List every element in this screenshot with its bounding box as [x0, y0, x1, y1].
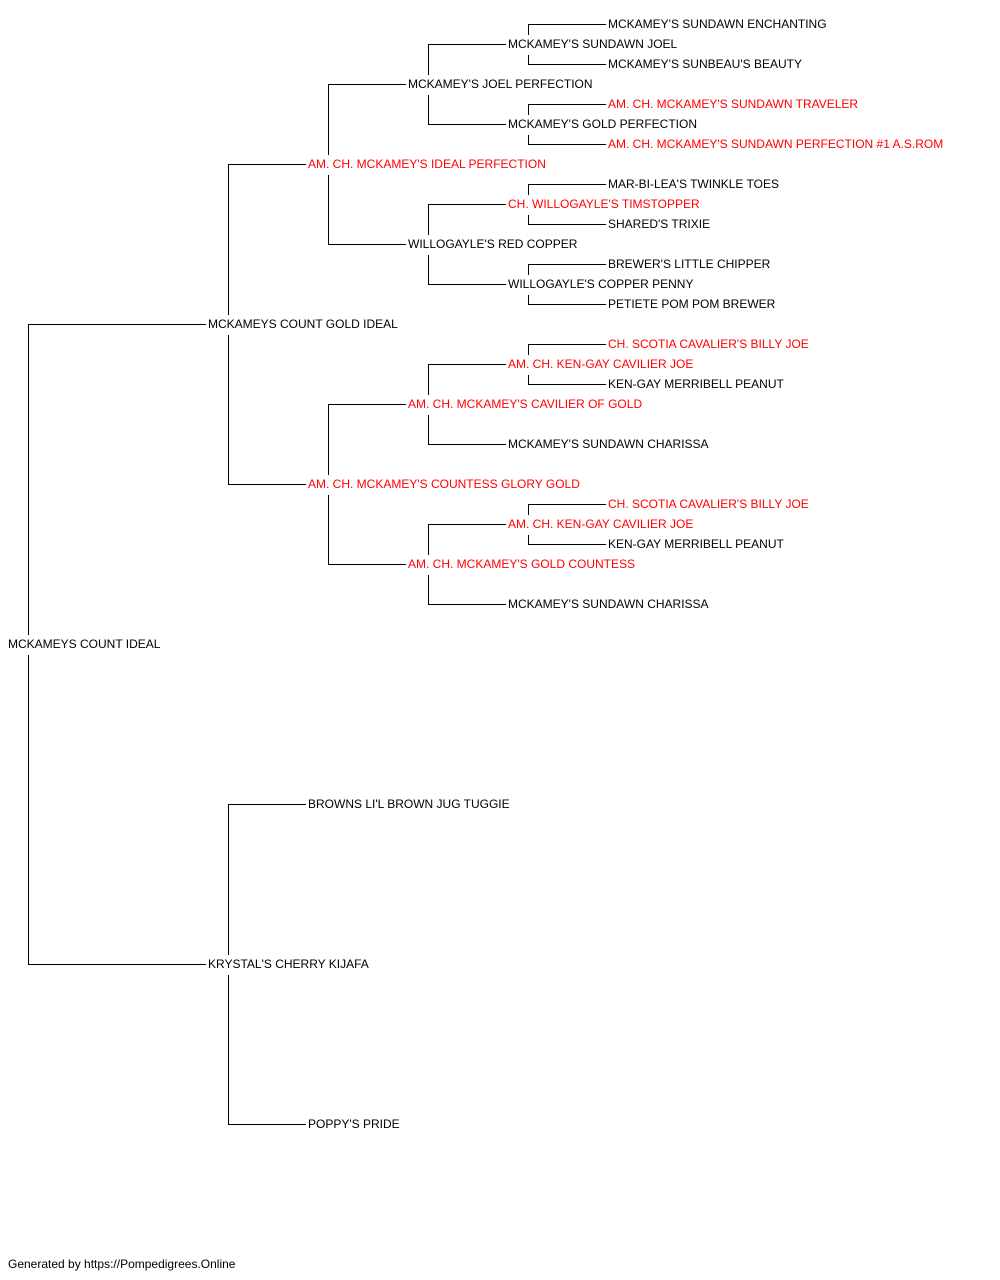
gen4-ancestor: WILLOGAYLE'S COPPER PENNY: [508, 277, 693, 291]
gen2-ancestor: BROWNS LI'L BROWN JUG TUGGIE: [308, 797, 510, 811]
gen3-ancestor: WILLOGAYLE'S RED COPPER: [408, 237, 578, 251]
subject-name: MCKAMEYS COUNT IDEAL: [8, 637, 161, 651]
gen5-ancestor: BREWER'S LITTLE CHIPPER: [608, 257, 771, 271]
gen2-ancestor: AM. CH. MCKAMEY'S IDEAL PERFECTION: [308, 157, 546, 171]
gen4-ancestor: MCKAMEY'S SUNDAWN CHARISSA: [508, 437, 709, 451]
gen5-ancestor: CH. SCOTIA CAVALIER'S BILLY JOE: [608, 337, 809, 351]
gen5-ancestor: SHARED'S TRIXIE: [608, 217, 710, 231]
gen3-ancestor: AM. CH. MCKAMEY'S GOLD COUNTESS: [408, 557, 635, 571]
gen3-ancestor: MCKAMEY'S JOEL PERFECTION: [408, 77, 593, 91]
gen4-ancestor: MCKAMEY'S SUNDAWN JOEL: [508, 37, 678, 51]
dam-name: KRYSTAL'S CHERRY KIJAFA: [208, 957, 369, 971]
gen5-ancestor: AM. CH. MCKAMEY'S SUNDAWN TRAVELER: [608, 97, 858, 111]
gen4-ancestor: AM. CH. KEN-GAY CAVILIER JOE: [508, 517, 693, 531]
gen5-ancestor: MAR-BI-LEA'S TWINKLE TOES: [608, 177, 779, 191]
gen5-ancestor: MCKAMEY'S SUNDAWN ENCHANTING: [608, 17, 827, 31]
gen5-ancestor: KEN-GAY MERRIBELL PEANUT: [608, 537, 784, 551]
gen2-ancestor: POPPY'S PRIDE: [308, 1117, 400, 1131]
gen4-ancestor: CH. WILLOGAYLE'S TIMSTOPPER: [508, 197, 700, 211]
gen5-ancestor: MCKAMEY'S SUNBEAU'S BEAUTY: [608, 57, 802, 71]
gen5-ancestor: KEN-GAY MERRIBELL PEANUT: [608, 377, 784, 391]
gen5-ancestor: PETIETE POM POM BREWER: [608, 297, 776, 311]
gen4-ancestor: MCKAMEY'S GOLD PERFECTION: [508, 117, 697, 131]
gen4-ancestor: AM. CH. KEN-GAY CAVILIER JOE: [508, 357, 693, 371]
gen3-ancestor: AM. CH. MCKAMEY'S CAVILIER OF GOLD: [408, 397, 642, 411]
gen5-ancestor: AM. CH. MCKAMEY'S SUNDAWN PERFECTION #1 …: [608, 137, 943, 151]
gen2-ancestor: AM. CH. MCKAMEY'S COUNTESS GLORY GOLD: [308, 477, 580, 491]
gen4-ancestor: MCKAMEY'S SUNDAWN CHARISSA: [508, 597, 709, 611]
footer-credit: Generated by https://Pompedigrees.Online: [8, 1257, 236, 1271]
sire-name: MCKAMEYS COUNT GOLD IDEAL: [208, 317, 398, 331]
gen5-ancestor: CH. SCOTIA CAVALIER'S BILLY JOE: [608, 497, 809, 511]
